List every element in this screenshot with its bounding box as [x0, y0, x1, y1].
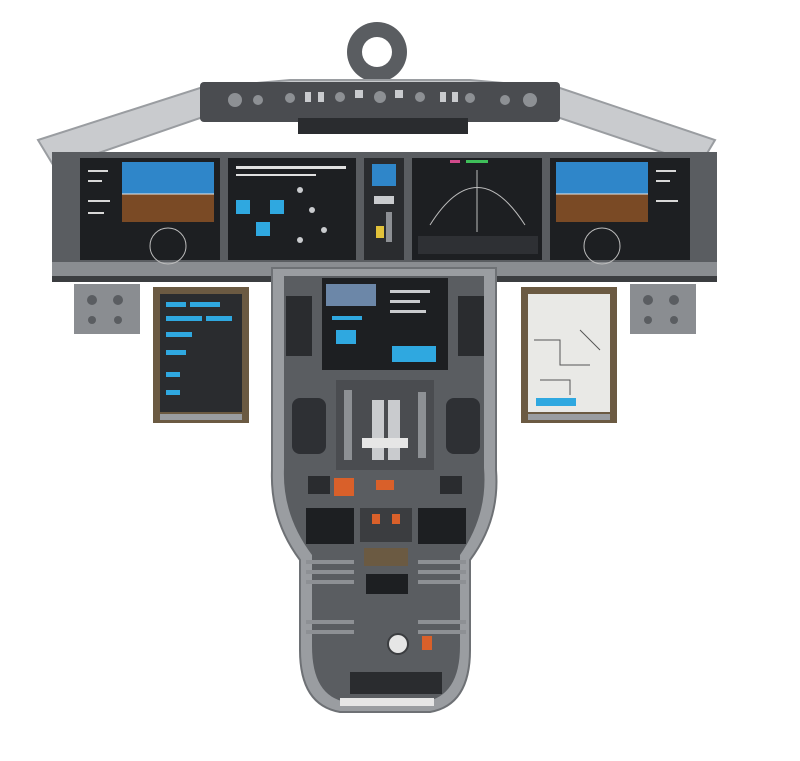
- eicas-strip: [364, 158, 404, 260]
- cdu-handles: [292, 398, 480, 454]
- capt-side-panel: [74, 284, 140, 334]
- mcp-knobs: [228, 91, 537, 107]
- pedestal-bottom-trim: [340, 698, 434, 706]
- pedestal-selector-knob: [387, 633, 409, 655]
- fo-pfd-display: [550, 158, 690, 265]
- fo-mfd-display: [521, 287, 617, 423]
- fo-side-knobs: [643, 295, 679, 324]
- overhead-ring-hole: [362, 37, 392, 67]
- capt-nd-display: [228, 158, 356, 260]
- thrust-lever-quadrant: [336, 380, 434, 470]
- capt-pfd-display: [80, 158, 220, 265]
- fo-side-panel: [630, 284, 696, 334]
- lower-center-display: [322, 278, 448, 370]
- mcp-lower-strip: [298, 118, 468, 134]
- capt-mfd-display: [153, 287, 249, 423]
- lower-pedestal-panels: [306, 508, 466, 655]
- fo-nd-display: [412, 158, 542, 260]
- mcp-switches: [305, 90, 458, 102]
- capt-side-knobs: [87, 295, 123, 324]
- mid-pedestal-controls: [308, 476, 462, 496]
- pedestal-bottom-slot: [350, 672, 442, 694]
- pedestal-side-grilles: [286, 296, 484, 356]
